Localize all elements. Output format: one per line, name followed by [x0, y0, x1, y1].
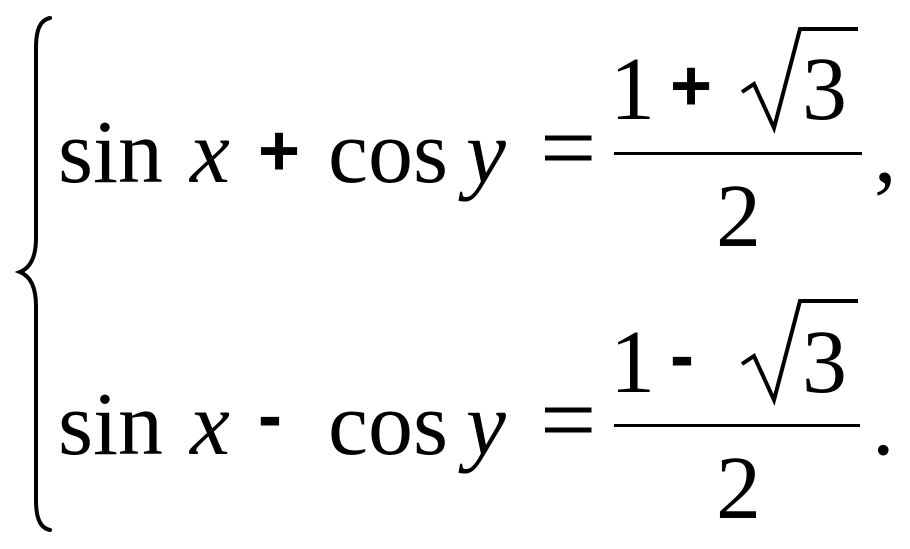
- eq1-fraction-bar: [614, 152, 862, 155]
- eq1-cos: cos: [328, 103, 448, 202]
- eq2-cos: cos: [328, 375, 448, 474]
- eq2-denominator: 2: [716, 439, 761, 538]
- eq1-var-y: y: [466, 103, 506, 202]
- eq1-sin: sin: [58, 103, 164, 202]
- eq2-var-x: x: [190, 375, 230, 474]
- eq2-numerator-minus: -: [670, 316, 694, 396]
- eq1-plus-operator: +: [258, 111, 301, 191]
- eq1-denominator: 2: [716, 167, 761, 266]
- eq1-sqrt-symbol: [740, 27, 858, 134]
- eq1-radicand: 3: [802, 40, 847, 139]
- eq2-minus-operator: -: [258, 376, 282, 456]
- eq2-period: .: [872, 375, 895, 474]
- eq2-sin: sin: [58, 375, 164, 474]
- eq1-equals-sign: =: [540, 92, 597, 203]
- eq2-numerator-one: 1: [610, 313, 655, 412]
- eq1-numerator-one: 1: [610, 40, 655, 139]
- eq2-radicand: 3: [802, 313, 847, 412]
- eq1-comma: ,: [874, 103, 897, 202]
- eq2-equals-sign: =: [540, 364, 597, 475]
- eq1-numerator-plus: +: [670, 46, 713, 126]
- eq2-var-y: y: [466, 375, 506, 474]
- system-brace: [14, 16, 52, 532]
- eq1-var-x: x: [190, 103, 230, 202]
- eq2-sqrt-symbol: [740, 299, 858, 406]
- eq2-fraction-bar: [614, 424, 860, 427]
